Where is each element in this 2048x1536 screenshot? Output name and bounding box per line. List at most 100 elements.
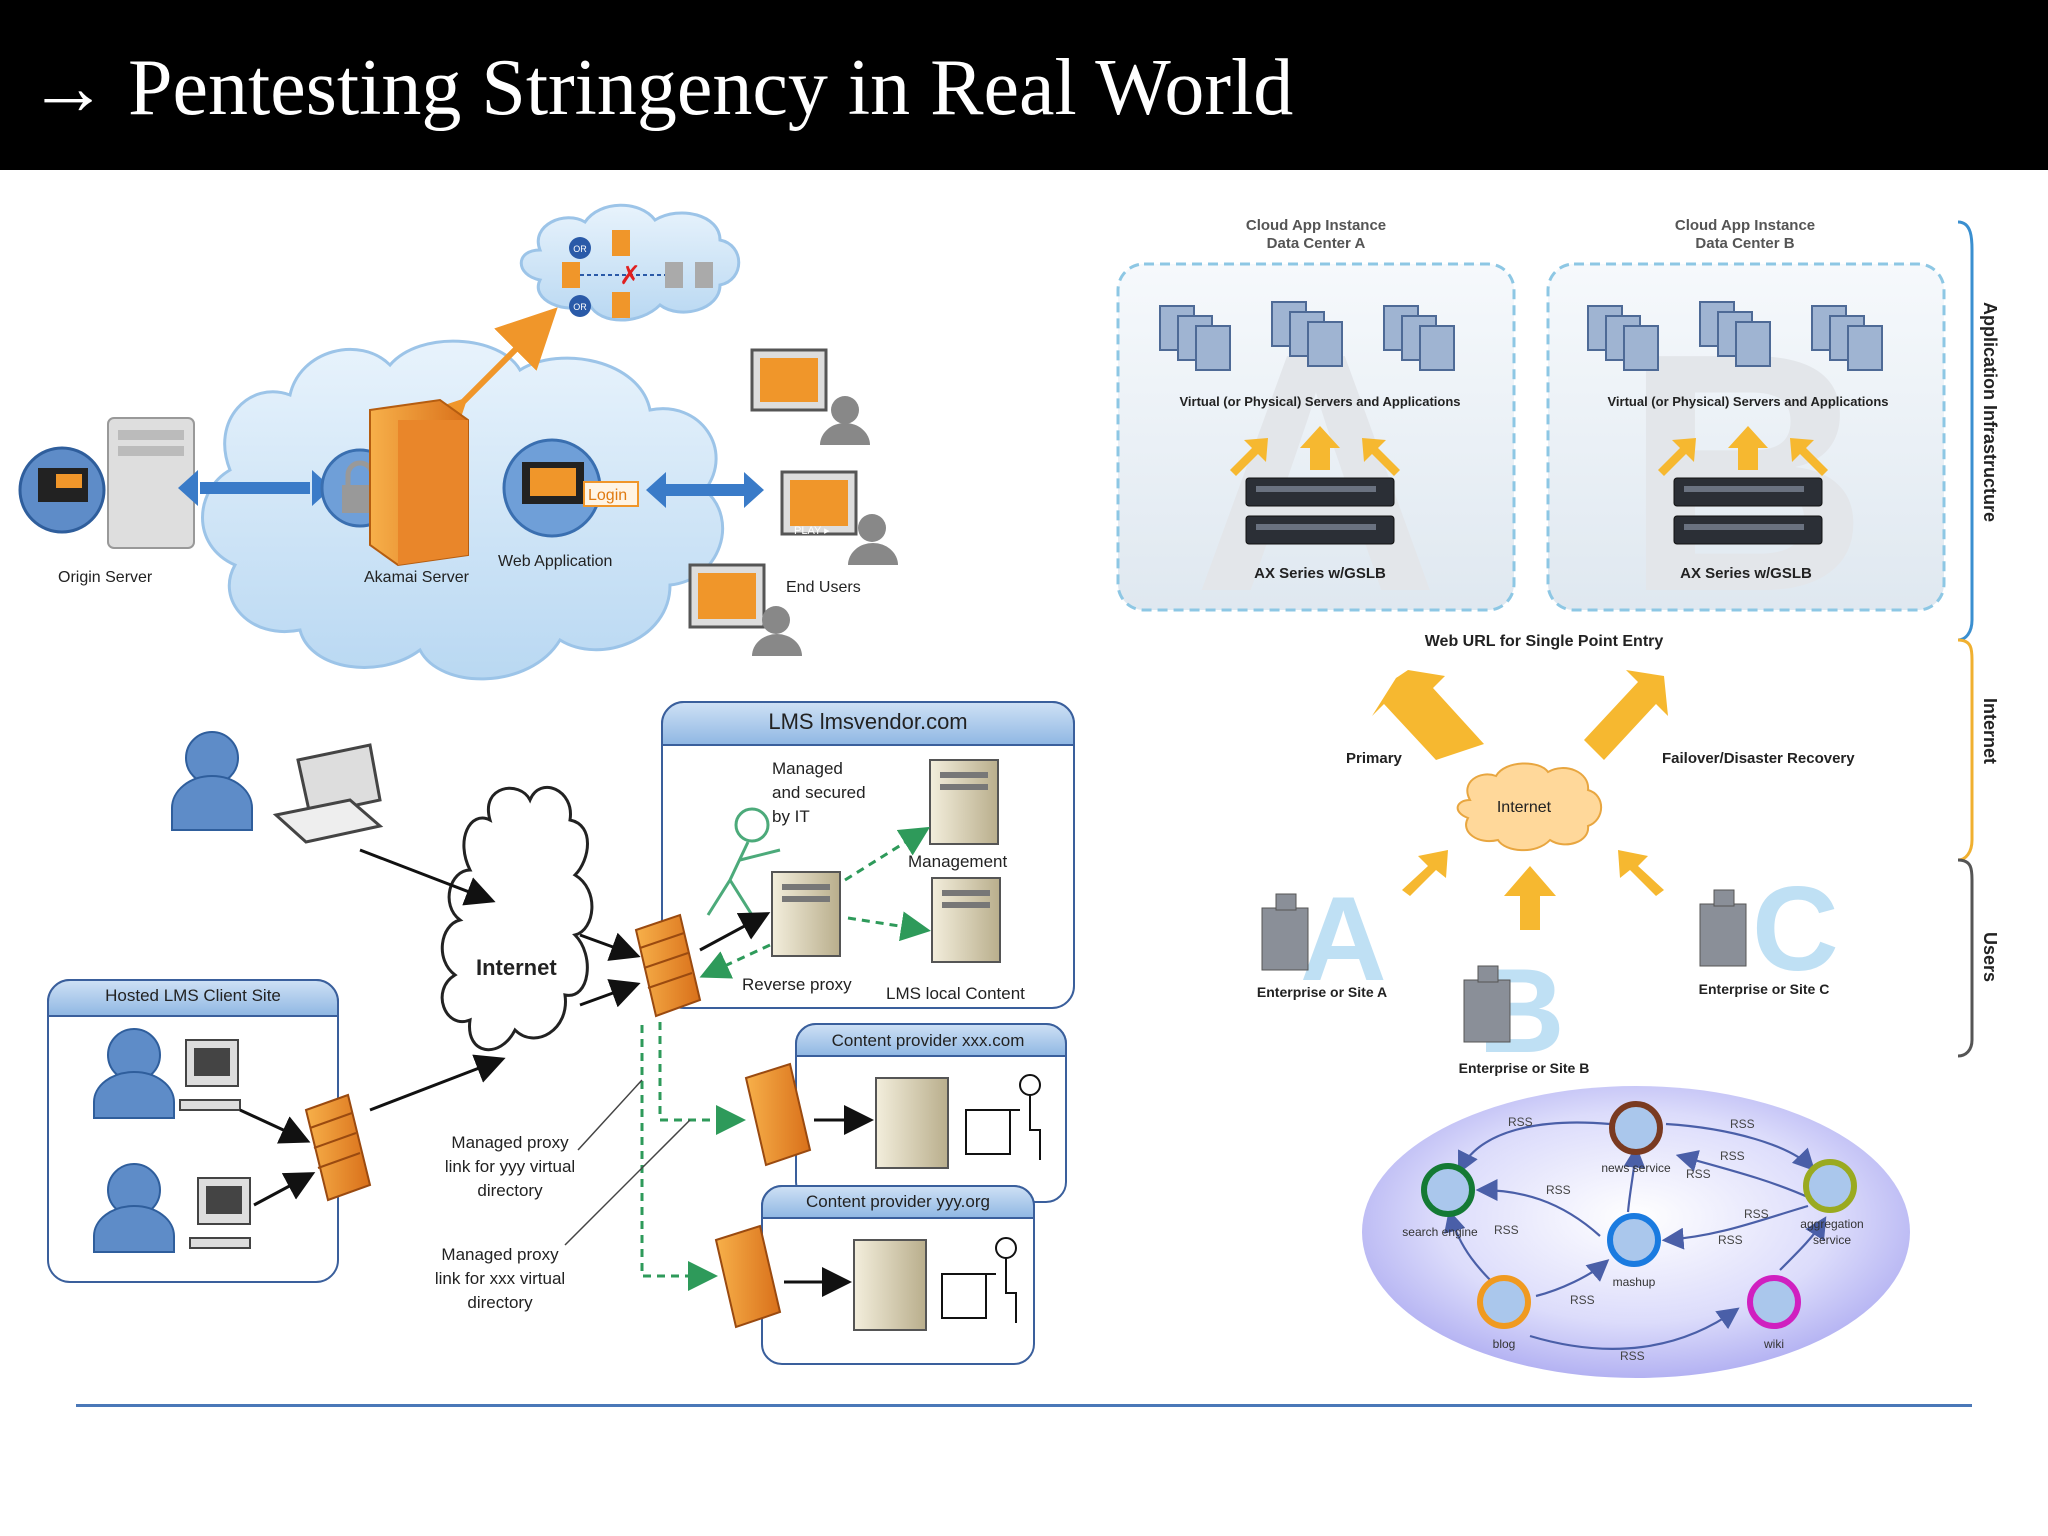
- akamai-link-arrow: [404, 307, 558, 461]
- rss-arrow-blog-mashup: [1535, 1259, 1610, 1298]
- proxy-to-firewall-return-arrow: [699, 943, 771, 979]
- rss-arrow-wiki-aggr: [1779, 1216, 1827, 1271]
- failover-label: Failover/Disaster Recovery: [1662, 750, 1855, 767]
- gslb-internet-cloud: [1456, 762, 1603, 852]
- proxy-yyy-line-1: Managed proxy: [451, 1133, 569, 1152]
- dc-b-title-line-2: Data Center B: [1695, 235, 1794, 252]
- wiki-label: wiki: [1763, 1337, 1784, 1351]
- web-application: [502, 438, 639, 538]
- internet-to-firewall-arrow-2: [579, 979, 641, 1008]
- client-user-2: [93, 1163, 251, 1253]
- end-user-monitor-3: [688, 563, 802, 656]
- akamai-diagram: OR OR ✗ Origin Server: [18, 203, 898, 681]
- client-to-internet-arrow: [369, 1054, 506, 1112]
- reverse-proxy-label: Reverse proxy: [742, 975, 852, 994]
- site-a-letter: A: [1300, 872, 1387, 1006]
- client-firewall: [304, 1093, 372, 1202]
- end-user-monitor-1: [750, 348, 870, 445]
- dc-b-server-cluster-2: [1699, 301, 1771, 367]
- dc-b-server-cluster-1: [1587, 305, 1659, 371]
- proxy-xxx-line-3: directory: [467, 1293, 533, 1312]
- dc-a-servers-label: Virtual (or Physical) Servers and Applic…: [1179, 394, 1460, 409]
- site-a-building-icon: [1261, 893, 1309, 971]
- origin-server-label: Origin Server: [58, 569, 153, 586]
- failover-arrow: [1584, 670, 1668, 760]
- end-user-monitor-2: [780, 470, 898, 565]
- failure-x-icon: ✗: [619, 261, 641, 291]
- blog-node: [1477, 1275, 1531, 1329]
- rss-label-9: RSS: [1570, 1293, 1595, 1307]
- search-engine-node: [1421, 1163, 1475, 1217]
- management-server: [929, 759, 999, 845]
- dc-b-servers-label: Virtual (or Physical) Servers and Applic…: [1607, 394, 1888, 409]
- users-bracket: [1957, 858, 1974, 1058]
- rss-label-6: RSS: [1494, 1223, 1519, 1237]
- web-application-label: Web Application: [498, 553, 612, 570]
- rss-label-8: RSS: [1718, 1233, 1743, 1247]
- proxy-xxx-line-1: Managed proxy: [441, 1245, 559, 1264]
- dc-b-ax-label: AX Series w/GSLB: [1680, 565, 1812, 582]
- provider-xxx-firewall: [744, 1062, 812, 1167]
- dc-a-title-line-1: Cloud App Instance: [1246, 217, 1386, 234]
- rss-label-7: RSS: [1744, 1207, 1769, 1221]
- dc-b-title-line-1: Cloud App Instance: [1675, 217, 1815, 234]
- site-c-label: Enterprise or Site C: [1699, 981, 1830, 997]
- proxy-to-management-arrow: [844, 826, 931, 882]
- mini-server-5: [695, 262, 713, 288]
- primary-arrow: [1372, 670, 1484, 760]
- blog-label: blog: [1493, 1337, 1516, 1351]
- or-badge-top: [569, 237, 591, 259]
- akamai-server-label: Akamai Server: [364, 569, 470, 586]
- proxy-xxx-line-2: link for xxx virtual: [435, 1269, 565, 1288]
- or-badge-bottom-text: OR: [573, 302, 587, 312]
- rss-label-3: RSS: [1720, 1149, 1745, 1163]
- site-b-building-icon: [1463, 965, 1511, 1043]
- management-label: Management: [908, 852, 1008, 871]
- lms-local-content-label: LMS local Content: [886, 984, 1025, 1003]
- dc-a-ax-appliance: [1245, 477, 1395, 545]
- site-b-label: Enterprise or Site B: [1459, 1060, 1590, 1076]
- rss-arrow-aggr-mashup: [1661, 1204, 1809, 1250]
- end-users-label: End Users: [786, 579, 861, 596]
- rss-label-2: RSS: [1730, 1117, 1755, 1131]
- client-user-1: [93, 1028, 241, 1119]
- title-bar: → Pentesting Stringency in Real World: [0, 0, 2048, 170]
- side-users-label: Users: [1980, 932, 2000, 982]
- site-c-building-icon: [1699, 889, 1747, 967]
- laptop-icon: [272, 743, 384, 844]
- app-infra-bracket: [1957, 220, 1974, 642]
- internet-to-firewall-arrow-1: [579, 932, 641, 961]
- side-internet-label: Internet: [1980, 698, 2000, 764]
- gslb-diagram: Cloud App Instance Data Center A Cloud A…: [1116, 217, 2000, 1078]
- proxy-link-yyy: [640, 1025, 718, 1291]
- aggregation-label-1: aggregation: [1800, 1217, 1863, 1231]
- provider-xxx-person-icon: [965, 1074, 1041, 1160]
- provider-yyy-firewall: [714, 1224, 782, 1329]
- reverse-proxy-server: [771, 871, 841, 957]
- news-service-node: [1609, 1101, 1663, 1155]
- mini-server-4: [665, 262, 683, 288]
- managed-secured-line-1: Managed: [772, 759, 843, 778]
- mini-server-3: [612, 292, 630, 318]
- provider-yyy-person-icon: [941, 1237, 1017, 1323]
- slide-title: → Pentesting Stringency in Real World: [28, 44, 1294, 132]
- web-url-label: Web URL for Single Point Entry: [1425, 633, 1664, 650]
- rss-label-10: RSS: [1620, 1349, 1645, 1363]
- main-firewall: [634, 913, 702, 1018]
- proxy-yyy-line-3: directory: [477, 1181, 543, 1200]
- rss-arrow-news-search: [1458, 1121, 1611, 1174]
- firewall-to-proxy-arrow: [699, 912, 771, 952]
- dc-b-up-arrows: [1658, 426, 1828, 476]
- rss-label-5: RSS: [1546, 1183, 1571, 1197]
- lms-internet-label: Internet: [476, 955, 557, 980]
- managed-secured-line-3: by IT: [772, 807, 810, 826]
- site-c-letter: C: [1752, 862, 1839, 996]
- news-service-label: news service: [1601, 1161, 1671, 1175]
- dc-a-server-cluster-2: [1271, 301, 1343, 367]
- wiki-node: [1747, 1275, 1801, 1329]
- site-a-label: Enterprise or Site A: [1257, 984, 1387, 1000]
- rss-arrow-mashup-news: [1623, 1145, 1646, 1213]
- akamai-small-cloud: [519, 203, 741, 322]
- managed-secured-line-2: and secured: [772, 783, 866, 802]
